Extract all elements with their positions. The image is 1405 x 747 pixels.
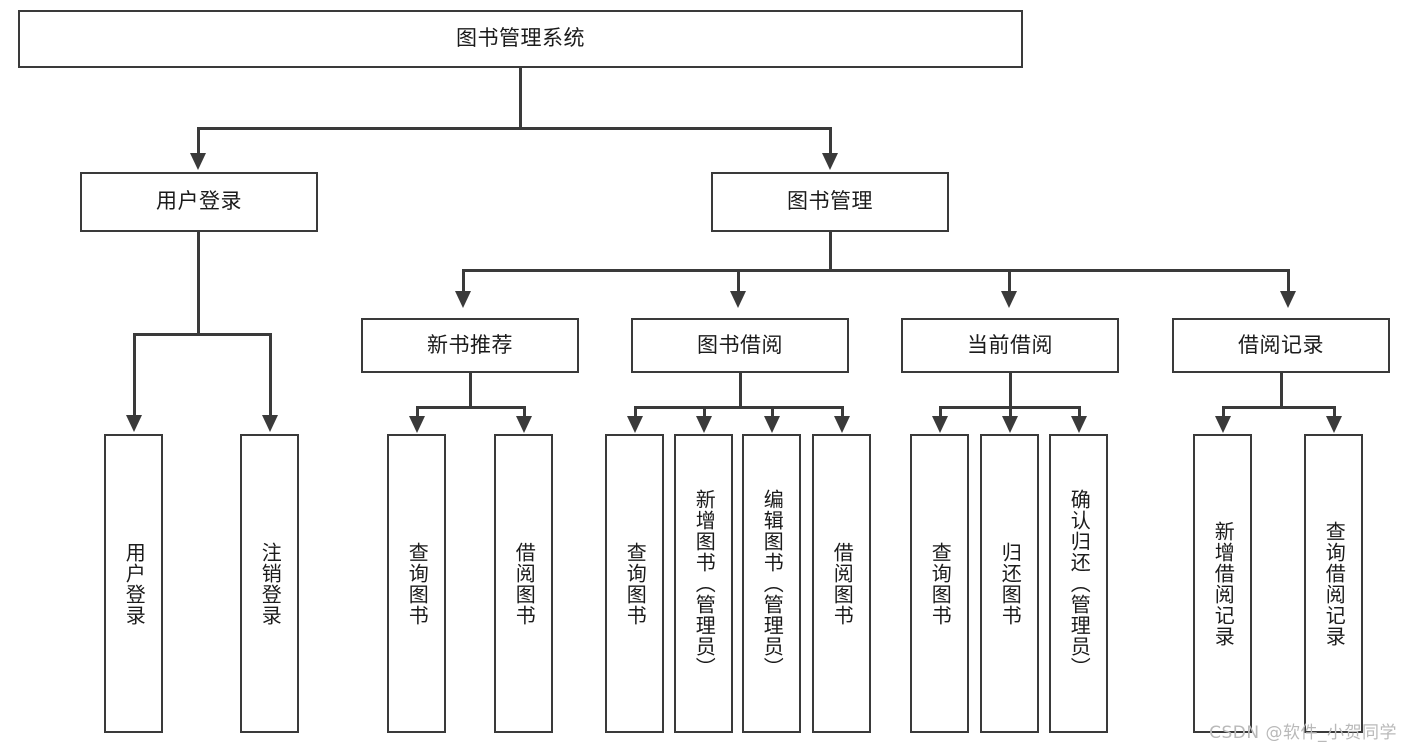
edge-drop-leaf-newbook-0 (416, 406, 419, 418)
arrow-leaf-currentborrow-0 (932, 416, 948, 433)
arrow-book-manage (822, 153, 838, 170)
edge-drop-book-borrow (737, 269, 740, 293)
node-leaf-bookborrow-2[interactable]: 编辑图书（管理员） (742, 434, 801, 733)
node-book-borrow[interactable]: 图书借阅 (631, 318, 849, 373)
node-label: 图书管理系统 (456, 26, 585, 51)
node-label: 查询借阅记录 (1322, 520, 1347, 647)
edge-drop-leaf-user-login-1 (269, 333, 272, 417)
edge-drop-current-borrow (1008, 269, 1011, 293)
edge-root-stem (519, 68, 522, 129)
arrow-user-login (190, 153, 206, 170)
node-leaf-currentborrow-0[interactable]: 查询图书 (910, 434, 969, 733)
edge-drop-borrow-record (1287, 269, 1290, 293)
edge-book-borrow-stem (739, 373, 742, 409)
edge-drop-book-manage (829, 127, 832, 155)
edge-user-login-stem (197, 232, 200, 335)
arrow-current-borrow (1001, 291, 1017, 308)
node-leaf-user-login-0[interactable]: 用户登录 (104, 434, 163, 733)
node-book-manage[interactable]: 图书管理 (711, 172, 949, 232)
node-label: 用户登录 (122, 541, 147, 626)
node-label: 查询图书 (623, 541, 648, 626)
node-new-book-recommend[interactable]: 新书推荐 (361, 318, 579, 373)
node-leaf-newbook-1[interactable]: 借阅图书 (494, 434, 553, 733)
edge-drop-new-book (462, 269, 465, 293)
node-leaf-borrowrecord-1[interactable]: 查询借阅记录 (1304, 434, 1363, 733)
node-root-system[interactable]: 图书管理系统 (18, 10, 1023, 68)
arrow-leaf-bookborrow-1 (696, 416, 712, 433)
node-label: 编辑图书（管理员） (760, 489, 785, 678)
node-leaf-bookborrow-0[interactable]: 查询图书 (605, 434, 664, 733)
edge-drop-leaf-user-login-0 (133, 333, 136, 417)
arrow-leaf-newbook-1 (516, 416, 532, 433)
node-leaf-newbook-0[interactable]: 查询图书 (387, 434, 446, 733)
edge-drop-leaf-newbook-1 (523, 406, 526, 418)
node-label: 当前借阅 (967, 332, 1053, 357)
arrow-new-book (455, 291, 471, 308)
node-leaf-bookborrow-3[interactable]: 借阅图书 (812, 434, 871, 733)
arrow-leaf-bookborrow-0 (627, 416, 643, 433)
node-current-borrow[interactable]: 当前借阅 (901, 318, 1119, 373)
node-label: 图书管理 (787, 189, 873, 214)
edge-drop-leaf-currentborrow-1 (1009, 406, 1012, 418)
node-label: 确认归还（管理员） (1067, 489, 1092, 678)
node-label: 新增借阅记录 (1211, 520, 1236, 647)
node-label: 注销登录 (258, 541, 283, 626)
node-label: 查询图书 (405, 541, 430, 626)
edge-level3-bus (462, 269, 1290, 272)
node-label: 新书推荐 (427, 332, 513, 357)
edge-book-manage-stem (829, 232, 832, 271)
node-borrow-record[interactable]: 借阅记录 (1172, 318, 1390, 373)
arrow-borrow-record (1280, 291, 1296, 308)
arrow-book-borrow (730, 291, 746, 308)
node-leaf-user-login-1[interactable]: 注销登录 (240, 434, 299, 733)
node-label: 归还图书 (998, 541, 1023, 626)
edge-drop-user-login (197, 127, 200, 155)
node-label: 借阅图书 (830, 541, 855, 626)
edge-user-login-bus (133, 333, 272, 336)
arrow-leaf-currentborrow-2 (1071, 416, 1087, 433)
node-label: 借阅图书 (512, 541, 537, 626)
edge-borrow-record-bus (1222, 406, 1336, 409)
node-label: 新增图书（管理员） (692, 489, 717, 678)
edge-borrow-record-stem (1280, 373, 1283, 409)
edge-drop-leaf-bookborrow-0 (634, 406, 637, 418)
edge-current-borrow-stem (1009, 373, 1012, 409)
arrow-leaf-borrowrecord-0 (1215, 416, 1231, 433)
edge-new-book-stem (469, 373, 472, 409)
node-leaf-currentborrow-2[interactable]: 确认归还（管理员） (1049, 434, 1108, 733)
edge-drop-leaf-bookborrow-2 (771, 406, 774, 418)
arrow-leaf-bookborrow-2 (764, 416, 780, 433)
node-label: 查询图书 (928, 541, 953, 626)
edge-drop-leaf-currentborrow-2 (1078, 406, 1081, 418)
edge-drop-leaf-bookborrow-1 (703, 406, 706, 418)
node-leaf-borrowrecord-0[interactable]: 新增借阅记录 (1193, 434, 1252, 733)
node-label: 图书借阅 (697, 332, 783, 357)
arrow-leaf-user-login-1 (262, 415, 278, 432)
node-leaf-currentborrow-1[interactable]: 归还图书 (980, 434, 1039, 733)
node-label: 借阅记录 (1238, 332, 1324, 357)
edge-level2-bus (197, 127, 832, 130)
edge-drop-leaf-currentborrow-0 (939, 406, 942, 418)
arrow-leaf-currentborrow-1 (1002, 416, 1018, 433)
arrow-leaf-user-login-0 (126, 415, 142, 432)
edge-drop-leaf-borrowrecord-1 (1333, 406, 1336, 418)
arrow-leaf-newbook-0 (409, 416, 425, 433)
edge-drop-leaf-bookborrow-3 (841, 406, 844, 418)
edge-book-borrow-bus (634, 406, 844, 409)
node-label: 用户登录 (156, 189, 242, 214)
edge-new-book-bus (416, 406, 526, 409)
edge-drop-leaf-borrowrecord-0 (1222, 406, 1225, 418)
arrow-leaf-borrowrecord-1 (1326, 416, 1342, 433)
node-leaf-bookborrow-1[interactable]: 新增图书（管理员） (674, 434, 733, 733)
node-user-login[interactable]: 用户登录 (80, 172, 318, 232)
arrow-leaf-bookborrow-3 (834, 416, 850, 433)
